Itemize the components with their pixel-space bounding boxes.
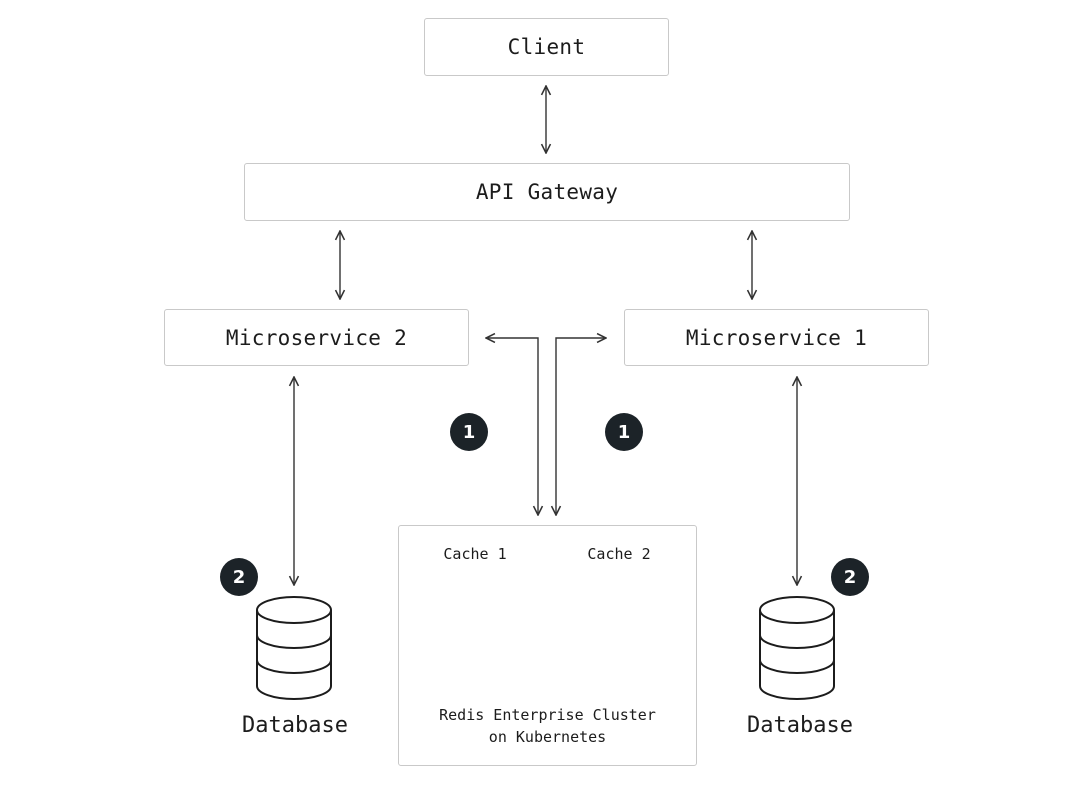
client-node: Client bbox=[424, 18, 669, 76]
microservice-2-label: Microservice 2 bbox=[225, 325, 408, 350]
database-cylinder-icon bbox=[256, 596, 332, 700]
microservice-2-node: Microservice 2 bbox=[164, 309, 469, 366]
database-cylinder-icon bbox=[759, 596, 835, 700]
ms1-cache-connector bbox=[556, 338, 606, 515]
ms2-cache-connector bbox=[486, 338, 538, 515]
microservice-1-label: Microservice 1 bbox=[685, 325, 868, 350]
cluster-caption-line-2: on Kubernetes bbox=[488, 728, 607, 746]
client-label: Client bbox=[507, 35, 586, 59]
api-gateway-node: API Gateway bbox=[244, 163, 850, 221]
step-badge-2: 2 bbox=[220, 558, 258, 596]
database-left-label: Database bbox=[242, 713, 348, 738]
step-badge-2: 2 bbox=[831, 558, 869, 596]
cache-2-label: Cache 2 bbox=[587, 545, 651, 563]
api-gateway-label: API Gateway bbox=[475, 180, 619, 204]
cluster-caption: Redis Enterprise Cluster on Kubernetes bbox=[398, 704, 697, 748]
cache-1-label: Cache 1 bbox=[443, 545, 507, 563]
microservice-1-node: Microservice 1 bbox=[624, 309, 929, 366]
cluster-caption-line-1: Redis Enterprise Cluster bbox=[439, 706, 656, 724]
step-badge-1: 1 bbox=[450, 413, 488, 451]
database-right-label: Database bbox=[747, 713, 853, 738]
step-badge-1: 1 bbox=[605, 413, 643, 451]
redis-cluster-container bbox=[398, 525, 697, 766]
